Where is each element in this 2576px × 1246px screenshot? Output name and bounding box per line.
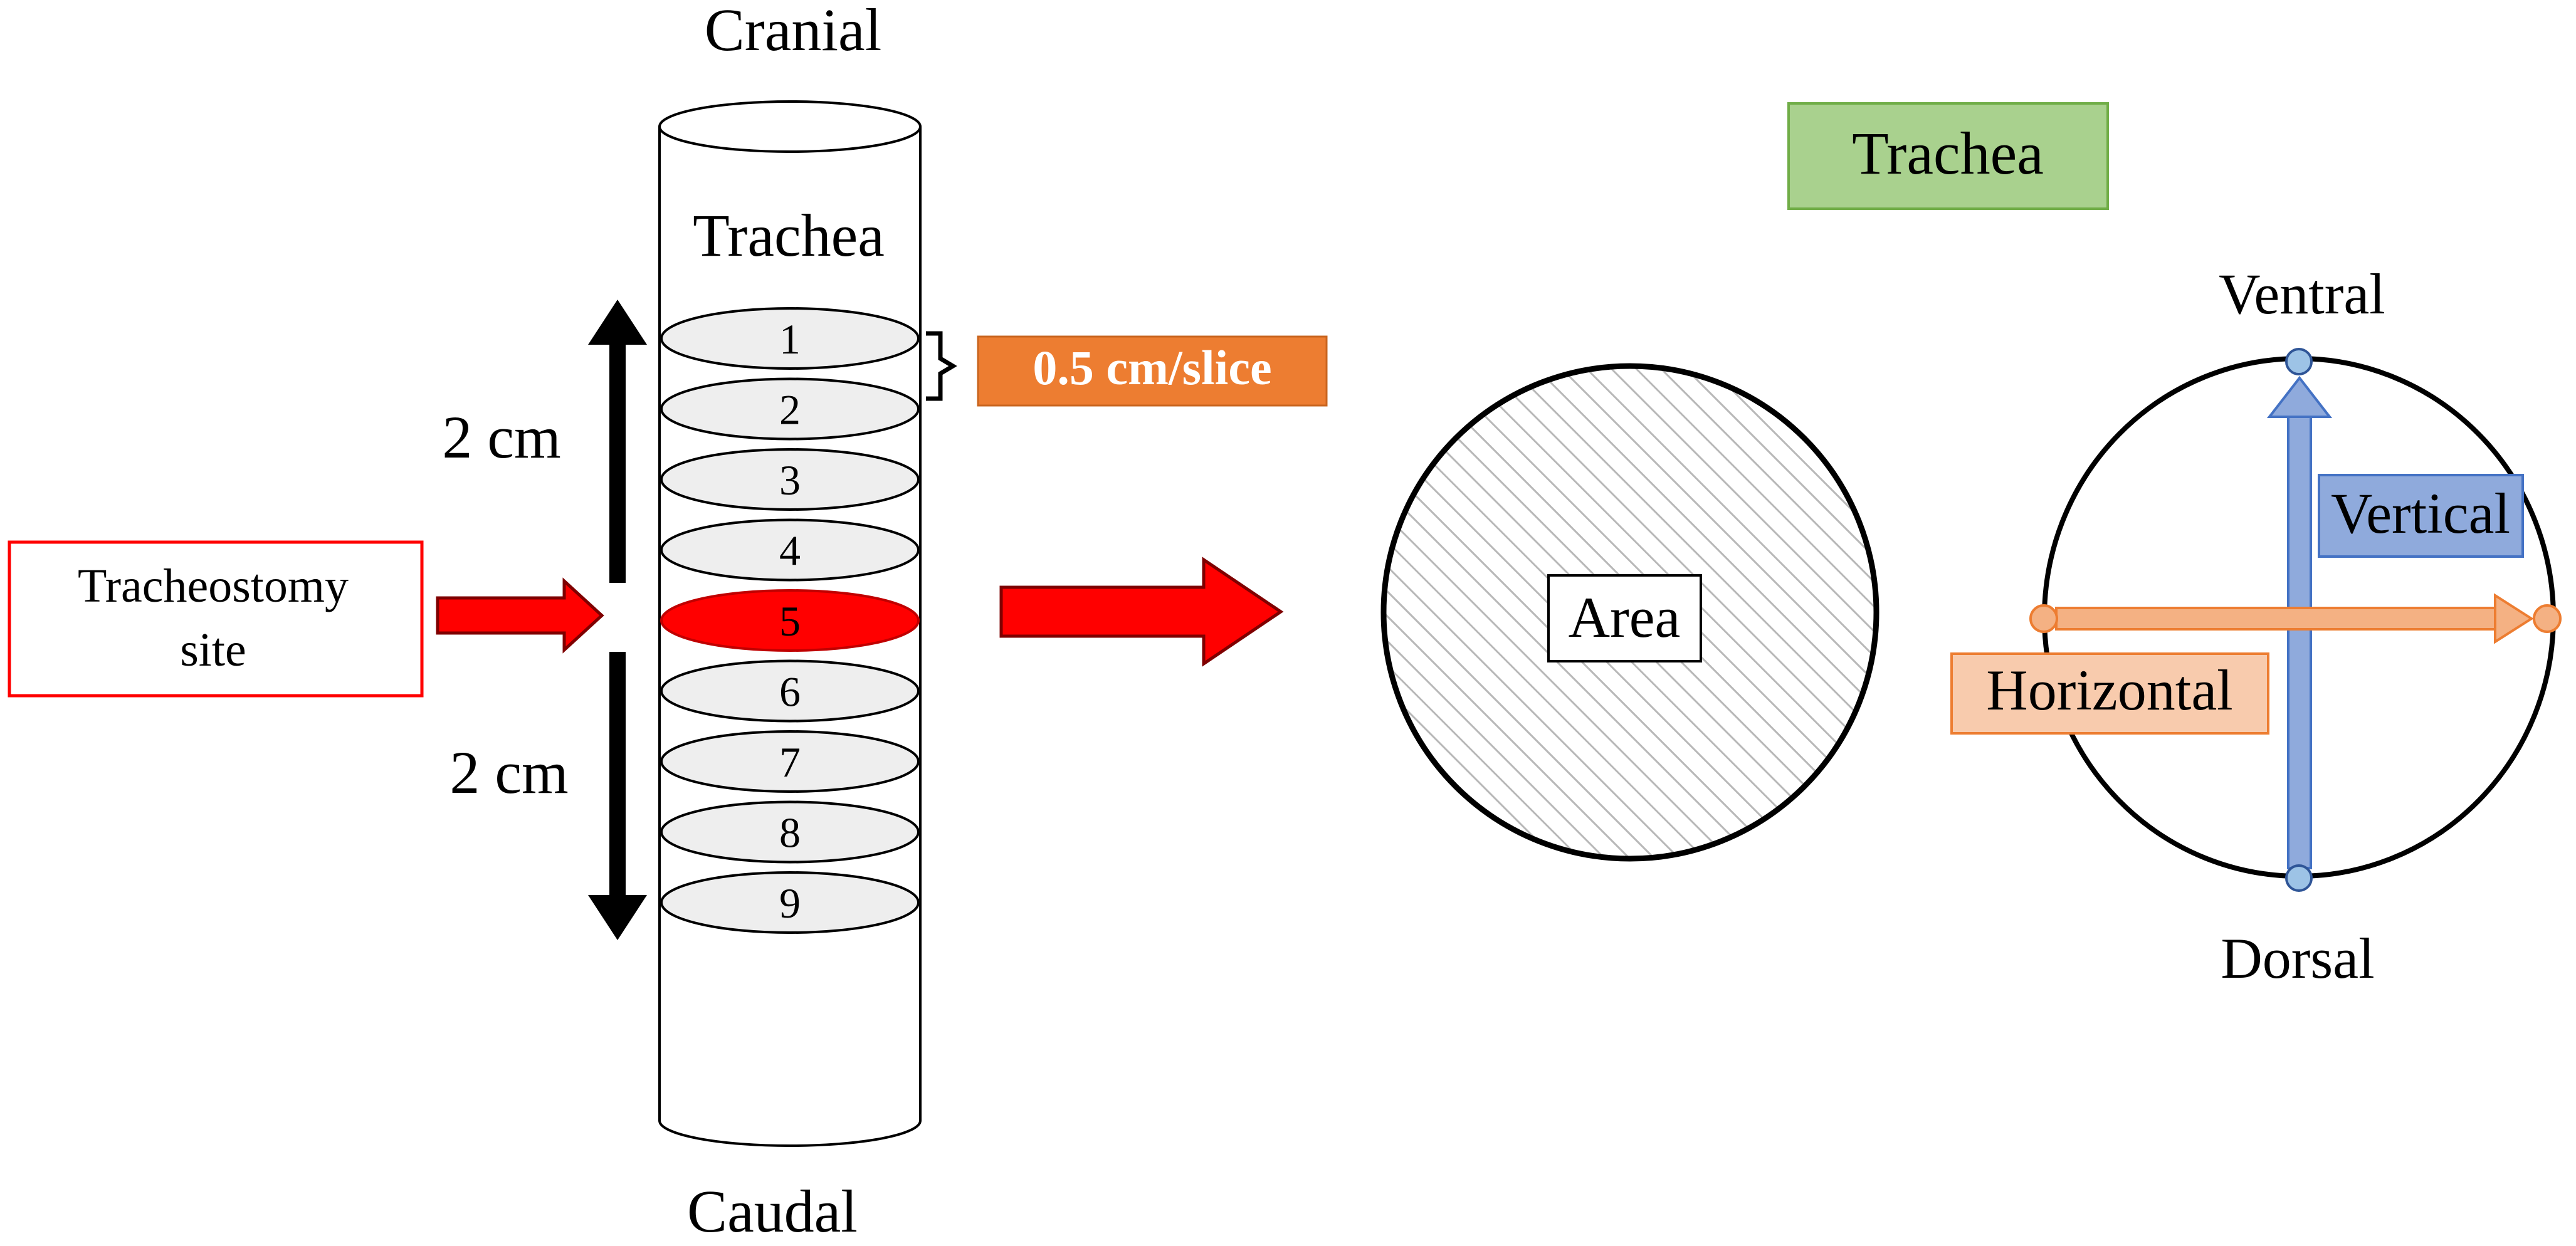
cranial-label: Cranial <box>705 0 882 63</box>
slice-ellipse <box>660 659 920 723</box>
dorsal-label: Dorsal <box>2221 926 2374 990</box>
slice-ellipse <box>660 307 920 370</box>
slice-6: 6 <box>660 659 920 723</box>
trachea-title-label: Trachea <box>1852 120 2044 187</box>
slice-thickness-box <box>977 335 1328 407</box>
slice-number: 5 <box>779 597 801 645</box>
slice-number: 1 <box>779 315 801 363</box>
tracheostomy-site-box <box>8 540 424 698</box>
slice-5-highlighted: 5 <box>660 589 920 652</box>
tracheostomy-pointer-arrow <box>436 577 604 654</box>
area-label: Area <box>1569 585 1681 649</box>
area-label-box <box>1547 574 1702 662</box>
right-point <box>2533 604 2562 633</box>
dorsal-point <box>2285 864 2313 892</box>
slice-4: 4 <box>660 518 920 582</box>
vertical-label-box <box>2318 474 2524 558</box>
horizontal-label: Horizontal <box>1986 658 2232 722</box>
trachea-column-label: Trachea <box>693 202 885 269</box>
slice-thickness-label: 0.5 cm/slice <box>1033 340 1271 395</box>
slice-ellipse <box>660 871 920 934</box>
slice-ellipse <box>660 518 920 582</box>
slice-number: 9 <box>779 879 801 927</box>
trachea-cylinder <box>658 100 922 1147</box>
slice-2: 2 <box>660 377 920 441</box>
slice-number: 7 <box>779 738 801 786</box>
slice-ellipse <box>660 730 920 793</box>
tracheostomy-label-line2: site <box>180 624 246 676</box>
slice-number: 6 <box>779 668 801 716</box>
slice-3: 3 <box>660 448 920 511</box>
slice-number: 8 <box>779 809 801 857</box>
horizontal-axis-arrow <box>2055 593 2534 644</box>
slice-7: 7 <box>660 730 920 793</box>
slice-1: 1 <box>660 307 920 370</box>
vertical-axis-arrow <box>2266 375 2333 869</box>
slice-ellipse <box>660 800 920 864</box>
lower-span-label: 2 cm <box>449 739 568 806</box>
slice-stack: 1 2 3 4 5 6 7 8 9 <box>660 307 920 934</box>
upper-span-label: 2 cm <box>442 404 560 471</box>
left-point <box>2029 604 2058 633</box>
slice-9: 9 <box>660 871 920 934</box>
ventral-label: Ventral <box>2219 262 2385 326</box>
slice-number: 4 <box>779 527 801 575</box>
slice-ellipse <box>660 377 920 441</box>
ventral-point <box>2285 348 2313 375</box>
tracheostomy-label-line1: Tracheostomy <box>78 560 349 612</box>
vertical-label: Vertical <box>2331 481 2510 545</box>
slice-to-cross-section-arrow <box>999 557 1284 667</box>
slice-ellipse <box>660 589 920 652</box>
slice-ellipse <box>660 448 920 511</box>
slice-bracket <box>926 331 957 401</box>
slice-8: 8 <box>660 800 920 864</box>
slice-number: 3 <box>779 456 801 504</box>
caudal-label: Caudal <box>687 1178 858 1245</box>
upper-double-arrow <box>588 300 647 583</box>
lower-double-arrow <box>588 652 647 940</box>
horizontal-label-box <box>1950 652 2269 735</box>
slice-number: 2 <box>779 386 801 434</box>
trachea-title-box <box>1787 102 2109 210</box>
